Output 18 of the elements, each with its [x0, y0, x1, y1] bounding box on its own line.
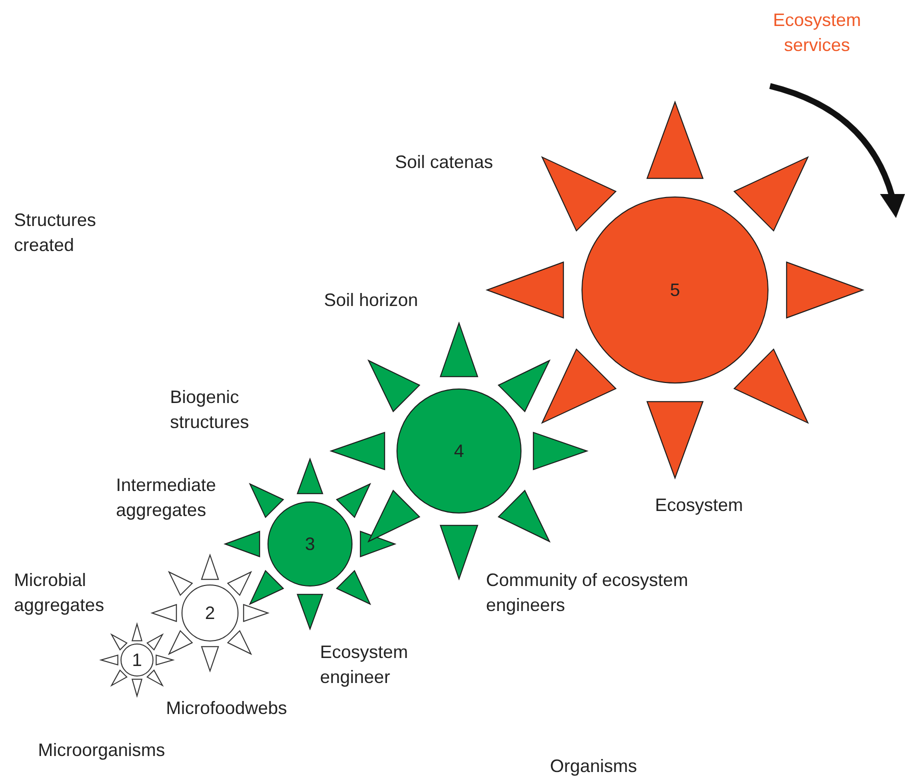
level-label: Soil horizon	[324, 289, 420, 312]
level-label: Microfoodwebs	[166, 697, 288, 720]
sun-number: 4	[454, 441, 464, 461]
level-label: Ecosystem	[655, 494, 744, 517]
level-label: Microbial aggregates	[14, 569, 106, 617]
level-label: Microorganisms	[38, 739, 166, 762]
sun-number: 2	[205, 603, 215, 623]
axis-title: Structures created	[14, 209, 98, 257]
level-label: Community of ecosystem engineers	[486, 569, 690, 617]
sun-number: 3	[305, 534, 315, 554]
axis-title: Organisms	[550, 755, 638, 777]
level-label: Intermediate aggregates	[116, 474, 218, 522]
sun-number: 5	[670, 280, 680, 300]
level-label: Soil catenas	[395, 151, 494, 174]
sun-number: 1	[132, 650, 142, 670]
axis-title: Ecosystem services	[772, 9, 862, 57]
level-label: Biogenic structures	[170, 386, 250, 434]
level-label: Ecosystem engineer	[320, 641, 410, 689]
